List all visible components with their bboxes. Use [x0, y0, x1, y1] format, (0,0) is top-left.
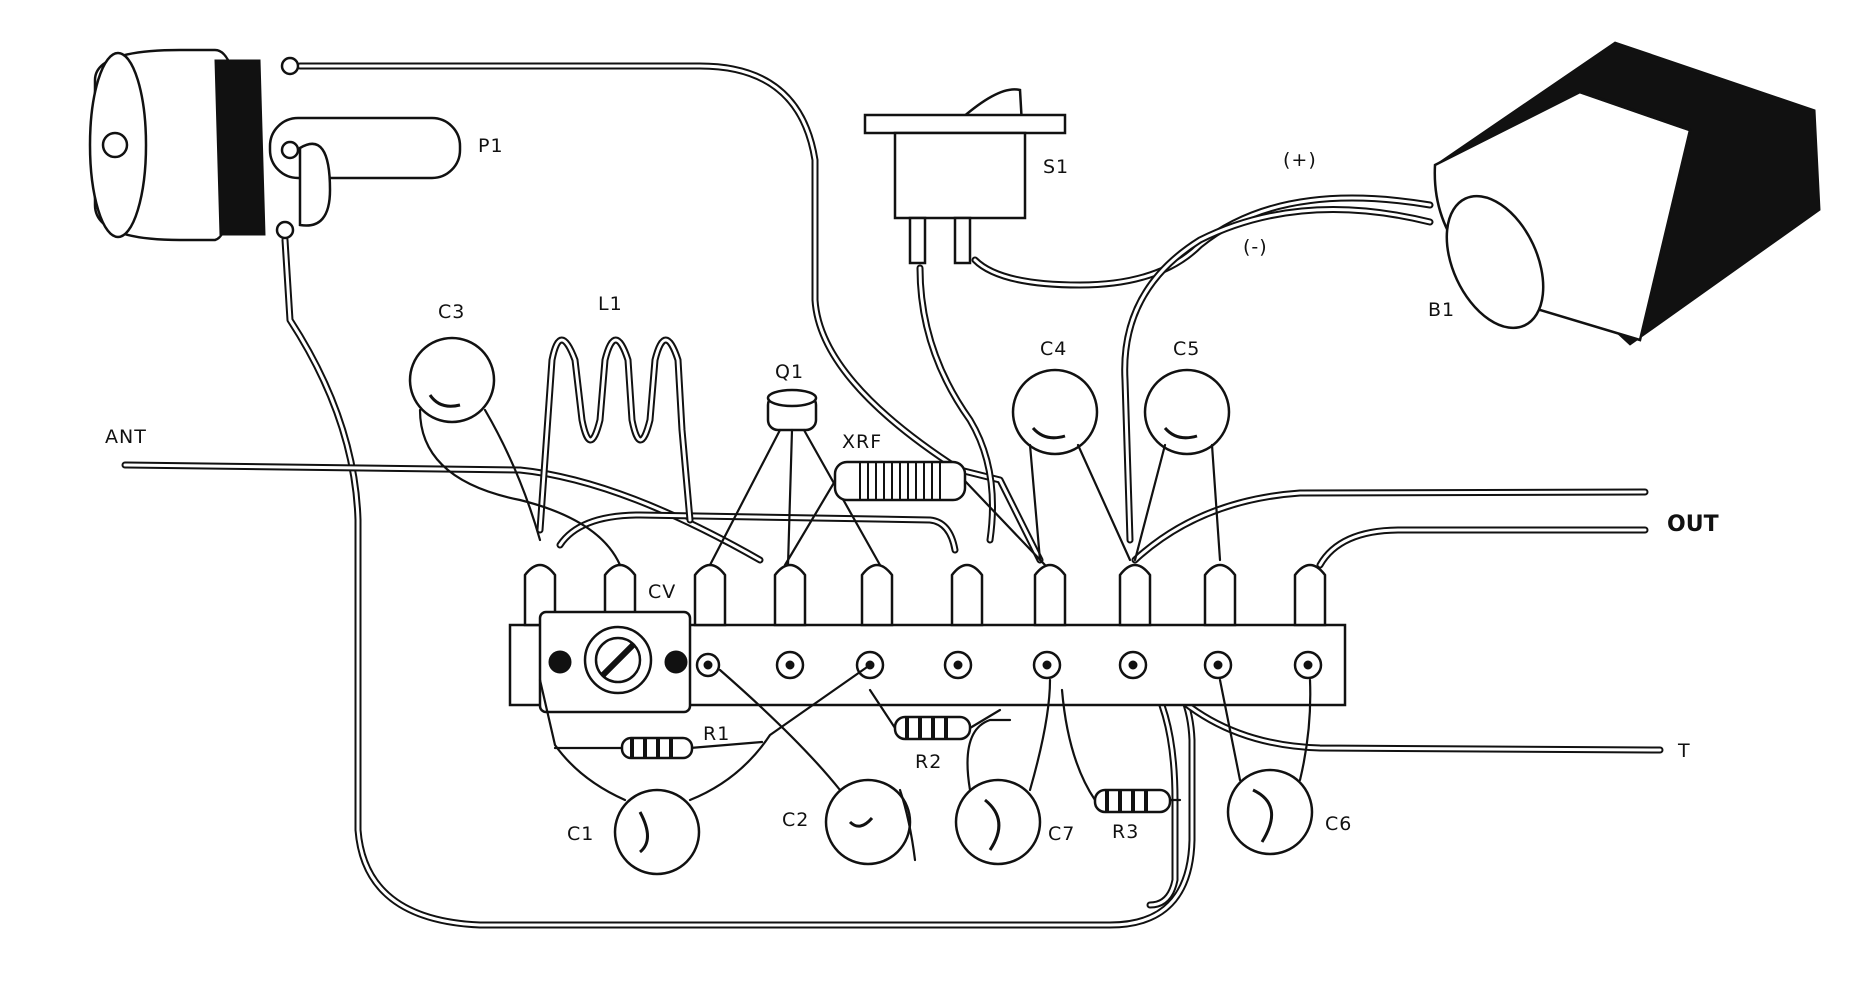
wire-battery-minus-to-strip: [1121, 206, 1434, 544]
out-label: OUT: [1667, 512, 1719, 537]
ant-label: ANT: [105, 426, 147, 448]
strip-lugs: [523, 563, 1327, 627]
wire-s1-to-strip: [916, 264, 996, 544]
p1-label: P1: [478, 135, 504, 157]
c3-label: C3: [438, 301, 465, 323]
resistor-r3: [1060, 688, 1182, 814]
r1-label: R1: [703, 723, 730, 745]
c1-label: C1: [567, 823, 594, 845]
r2-label: R2: [915, 751, 942, 773]
capacitor-c7: [954, 678, 1052, 866]
c6-label: C6: [1325, 813, 1352, 835]
r3-label: R3: [1112, 821, 1139, 843]
t-label: T: [1677, 740, 1691, 762]
b1-label: B1: [1428, 299, 1455, 321]
capacitor-c6: [1218, 678, 1314, 856]
q1-label: Q1: [775, 361, 804, 383]
battery-plus-label: (+): [1283, 149, 1317, 171]
c5-label: C5: [1173, 338, 1200, 360]
s1-switch: [863, 88, 1067, 265]
wire-strip-jumper: [556, 511, 959, 554]
capacitor-c3: [408, 336, 622, 567]
b1-battery: [1433, 41, 1821, 346]
p1-potentiometer: [88, 48, 462, 242]
capacitor-c4: [1011, 368, 1132, 562]
capacitor-c5: [1133, 368, 1231, 562]
xrf-choke: [783, 460, 1047, 567]
l1-label: L1: [598, 293, 623, 315]
cv-trimmer: [538, 610, 692, 714]
wire-p1-loop: [281, 236, 1196, 929]
capacitor-c1: [538, 663, 872, 876]
resistor-r2: [868, 688, 1002, 741]
wires: [121, 62, 1664, 929]
xrf-label: XRF: [842, 431, 882, 453]
l1-coil: [536, 336, 694, 534]
battery-minus-label: (-): [1243, 236, 1268, 258]
wire-out-1: [1131, 488, 1649, 564]
wire-p1-to-q1: [296, 62, 1044, 564]
c4-label: C4: [1040, 338, 1067, 360]
capacitor-c2: [718, 668, 917, 866]
resistor-r1: [553, 736, 764, 760]
strip-rivets: [695, 650, 1323, 680]
c2-label: C2: [782, 809, 809, 831]
c7-label: C7: [1048, 823, 1075, 845]
s1-label: S1: [1043, 156, 1069, 178]
cv-label: CV: [648, 581, 676, 603]
wire-out-2: [1316, 526, 1649, 569]
wire-s1-to-battery-plus: [971, 194, 1434, 289]
